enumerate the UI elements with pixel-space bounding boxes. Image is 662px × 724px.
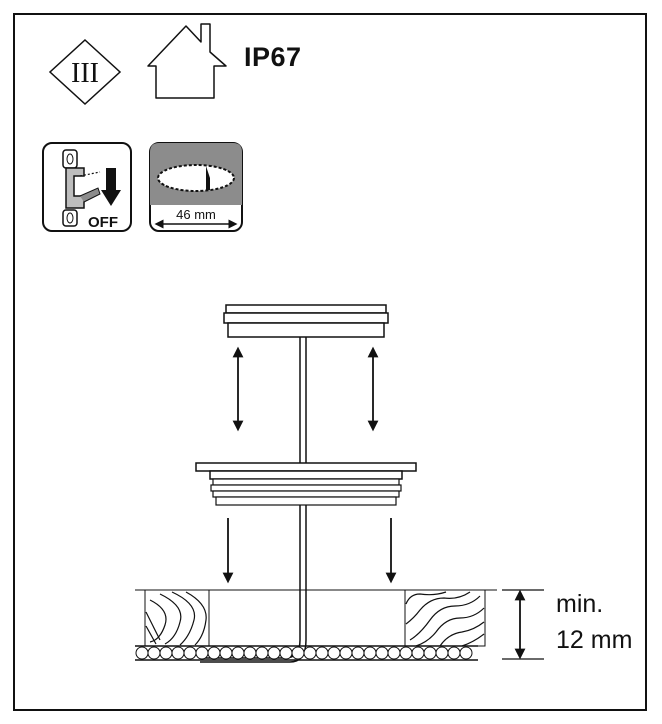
depth-dimension [502, 589, 544, 660]
wood-grain-right [405, 591, 485, 647]
protection-class-iii-icon: III [48, 38, 122, 106]
insulation-bead [171, 646, 185, 660]
ceiling-section [135, 589, 497, 647]
insulation-bead [459, 646, 473, 660]
insulation-bead [255, 646, 269, 660]
insulation-bead [279, 646, 293, 660]
insulation-bead [291, 646, 305, 660]
insulation-bead [339, 646, 353, 660]
switch-off-icon: OFF [42, 142, 132, 232]
insulation-bead [303, 646, 317, 660]
depth-value-label: 12 mm [556, 626, 633, 654]
min-depth-label: min. [556, 590, 604, 618]
insulation-bead [183, 646, 197, 660]
hole-diameter-icon: 46 mm [149, 142, 243, 232]
class-symbol-text: III [71, 58, 99, 89]
insulation-bead [207, 646, 221, 660]
insulation-bead [267, 646, 281, 660]
outer-border [13, 13, 647, 711]
insulation-bead [363, 646, 377, 660]
insulation-bead [195, 646, 209, 660]
hole-diameter-label: 46 mm [176, 207, 216, 222]
insulation-bead [243, 646, 257, 660]
indoor-house-icon [147, 23, 227, 99]
insulation-bead [411, 646, 425, 660]
insulation-bead [447, 646, 461, 660]
luminaire-cap [223, 304, 389, 338]
wood-grain-left [145, 591, 207, 646]
insulation-bead [147, 646, 161, 660]
insulation-bead [327, 646, 341, 660]
insulation-bead [375, 646, 389, 660]
recessed-housing [195, 462, 417, 506]
insulation-bead [399, 646, 413, 660]
insulation-bead [231, 646, 245, 660]
ip-rating-label: IP67 [244, 42, 302, 72]
switch-off-label: OFF [88, 214, 118, 231]
insulation-bead [435, 646, 449, 660]
insulation-bead [159, 646, 173, 660]
insulation-bead [219, 646, 233, 660]
insulation-bead [135, 646, 149, 660]
insulation-layer [135, 645, 478, 661]
insulation-bead [315, 646, 329, 660]
insulation-bead [423, 646, 437, 660]
insulation-bead [387, 646, 401, 660]
insulation-bead [351, 646, 365, 660]
